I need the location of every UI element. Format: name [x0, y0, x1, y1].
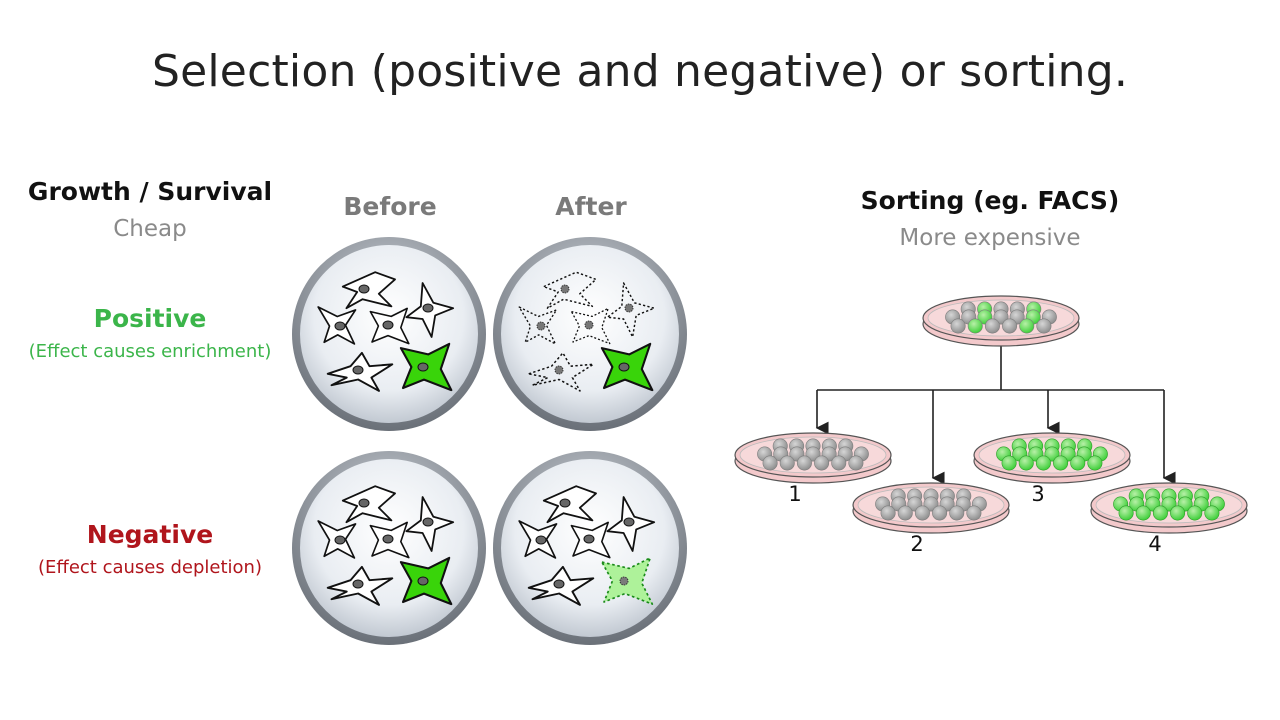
- sorting-tree: [815, 340, 1176, 485]
- column-after-label: After: [555, 192, 627, 221]
- well-positive-before: [292, 237, 486, 431]
- dish-cell: [1001, 455, 1017, 471]
- growth-subheading: Cheap: [113, 216, 187, 242]
- dish-cell: [966, 505, 982, 521]
- dish-cell: [1135, 505, 1151, 521]
- dish-cell: [880, 505, 896, 521]
- dish-cell: [1204, 505, 1220, 521]
- dish-cell: [796, 455, 812, 471]
- dish-cell: [932, 505, 948, 521]
- dish-label-2: 2: [910, 532, 923, 556]
- well-negative-after: [493, 451, 687, 645]
- dish-cell: [897, 505, 913, 521]
- well-positive-after: [493, 237, 687, 431]
- positive-label: Positive: [93, 304, 207, 333]
- dish-cell: [762, 455, 778, 471]
- slide-title: Selection (positive and negative) or sor…: [151, 46, 1129, 97]
- dish-cell: [1019, 318, 1035, 334]
- dish-label-3: 3: [1031, 482, 1044, 506]
- well-negative-before: [292, 451, 486, 645]
- dish-cell: [814, 455, 830, 471]
- petri-dishes: [734, 295, 1248, 534]
- dish-cell: [984, 318, 1000, 334]
- dish-cell: [1170, 505, 1186, 521]
- dish-cell: [967, 318, 983, 334]
- positive-note: (Effect causes enrichment): [28, 341, 272, 362]
- dish-cell: [949, 505, 965, 521]
- dish-cell: [1118, 505, 1134, 521]
- dish-cell: [779, 455, 795, 471]
- dish-cell: [1187, 505, 1203, 521]
- negative-label: Negative: [86, 520, 214, 549]
- petri-dish-4: [1090, 482, 1248, 534]
- dish-cell: [1152, 505, 1168, 521]
- dish-cell: [914, 505, 930, 521]
- petri-dish-1: [734, 432, 892, 484]
- dish-cell: [1002, 318, 1018, 334]
- dish-label-1: 1: [788, 482, 801, 506]
- dish-cell: [1053, 455, 1069, 471]
- sorting-subheading: More expensive: [899, 225, 1081, 251]
- growth-heading: Growth / Survival: [27, 177, 273, 206]
- dish-cell: [1087, 455, 1103, 471]
- negative-note: (Effect causes depletion): [38, 557, 262, 578]
- dish-cell: [831, 455, 847, 471]
- petri-dish-2: [852, 482, 1010, 534]
- column-before-label: Before: [343, 192, 437, 221]
- petri-dish-3: [973, 432, 1131, 484]
- dish-cell: [1036, 318, 1052, 334]
- sorting-heading: Sorting (eg. FACS): [860, 186, 1120, 215]
- dish-cell: [950, 318, 966, 334]
- dish-cell: [848, 455, 864, 471]
- dish-cell: [1035, 455, 1051, 471]
- dish-cell: [1070, 455, 1086, 471]
- dish-label-4: 4: [1148, 532, 1161, 556]
- petri-dish-source: [922, 295, 1080, 347]
- dish-cell: [1018, 455, 1034, 471]
